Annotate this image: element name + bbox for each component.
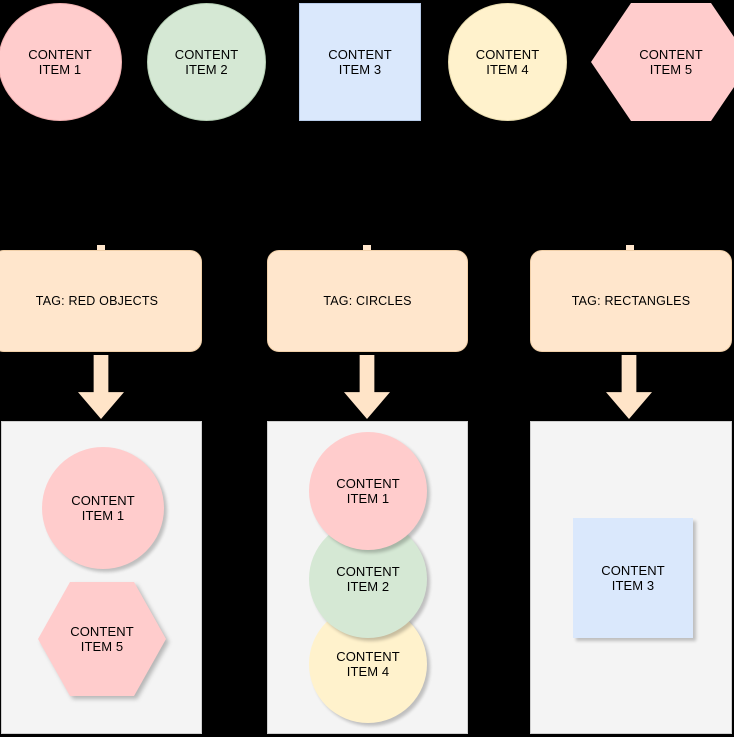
tag-rectangles[interactable]: TAG: RECTANGLES: [530, 250, 732, 352]
source-shape-item-3-label: CONTENT ITEM 3: [300, 4, 420, 120]
result-shape-item-1-red-line2: ITEM 1: [81, 508, 125, 523]
arrow-down-rectangles: [606, 355, 652, 419]
source-shape-item-2[interactable]: CONTENT ITEM 2: [147, 3, 266, 121]
source-shape-item-4-label: CONTENT ITEM 4: [449, 4, 566, 120]
source-shape-item-2-line1: CONTENT: [174, 47, 239, 62]
result-shape-item-4-circles-line1: CONTENT: [336, 649, 400, 664]
result-shape-item-4-circles-line2: ITEM 4: [346, 664, 390, 679]
result-shape-item-1-circles-line2: ITEM 1: [346, 491, 390, 506]
source-shape-item-4-line2: ITEM 4: [486, 62, 529, 77]
source-shape-item-1-line2: ITEM 1: [38, 62, 82, 77]
result-shape-item-2-circles-line1: CONTENT: [336, 564, 400, 579]
result-shape-item-5-red[interactable]: CONTENT ITEM 5: [38, 582, 166, 696]
result-shape-item-1-circles-label: CONTENT ITEM 1: [309, 432, 427, 550]
result-shape-item-3-rect-label: CONTENT ITEM 3: [573, 518, 693, 638]
tag-connector-nub-red-objects: [97, 245, 105, 252]
tag-red-objects[interactable]: TAG: RED OBJECTS: [0, 250, 202, 352]
source-shape-item-2-line2: ITEM 2: [185, 62, 228, 77]
tag-red-objects-label: TAG: RED OBJECTS: [35, 294, 159, 308]
source-shape-item-1-label: CONTENT ITEM 1: [0, 4, 121, 120]
source-shape-item-2-label: CONTENT ITEM 2: [148, 4, 265, 120]
tag-connector-nub-circles: [363, 245, 371, 252]
arrow-down-circles: [344, 355, 390, 419]
source-shape-item-4[interactable]: CONTENT ITEM 4: [448, 3, 567, 121]
tag-rectangles-label: TAG: RECTANGLES: [571, 294, 691, 308]
source-shape-item-1[interactable]: CONTENT ITEM 1: [0, 3, 122, 121]
source-shape-item-3-line1: CONTENT: [328, 47, 392, 62]
tag-connector-nub-rectangles: [626, 245, 634, 252]
panel-red-objects: CONTENT ITEM 1 CONTENT ITEM 5: [1, 421, 202, 734]
tag-circles[interactable]: TAG: CIRCLES: [267, 250, 468, 352]
source-shape-item-4-line1: CONTENT: [475, 47, 540, 62]
source-shape-item-5-body: [591, 3, 734, 121]
source-shape-item-5[interactable]: CONTENT ITEM 5: [591, 3, 734, 121]
result-shape-item-1-red-line1: CONTENT: [71, 493, 135, 508]
result-shape-item-2-circles-line2: ITEM 2: [346, 579, 390, 594]
result-shape-item-3-rect[interactable]: CONTENT ITEM 3: [573, 518, 693, 638]
result-shape-item-1-circles-line1: CONTENT: [336, 476, 400, 491]
result-shape-item-1-red-label: CONTENT ITEM 1: [42, 447, 164, 569]
result-shape-item-1-red[interactable]: CONTENT ITEM 1: [42, 447, 164, 569]
result-shape-item-3-rect-line2: ITEM 3: [611, 578, 655, 593]
panel-rectangles: CONTENT ITEM 3: [530, 421, 732, 734]
result-shape-item-5-red-body: [38, 582, 166, 696]
result-shape-item-3-rect-line1: CONTENT: [601, 563, 665, 578]
arrow-down-red-objects: [78, 355, 124, 419]
source-shape-item-1-line1: CONTENT: [28, 47, 92, 62]
tag-circles-label: TAG: CIRCLES: [323, 294, 412, 308]
source-shape-item-3[interactable]: CONTENT ITEM 3: [299, 3, 421, 121]
result-shape-item-1-circles[interactable]: CONTENT ITEM 1: [309, 432, 427, 550]
source-shape-item-3-line2: ITEM 3: [338, 62, 382, 77]
panel-circles: CONTENT ITEM 1 CONTENT ITEM 2 CONTENT IT…: [267, 421, 468, 734]
